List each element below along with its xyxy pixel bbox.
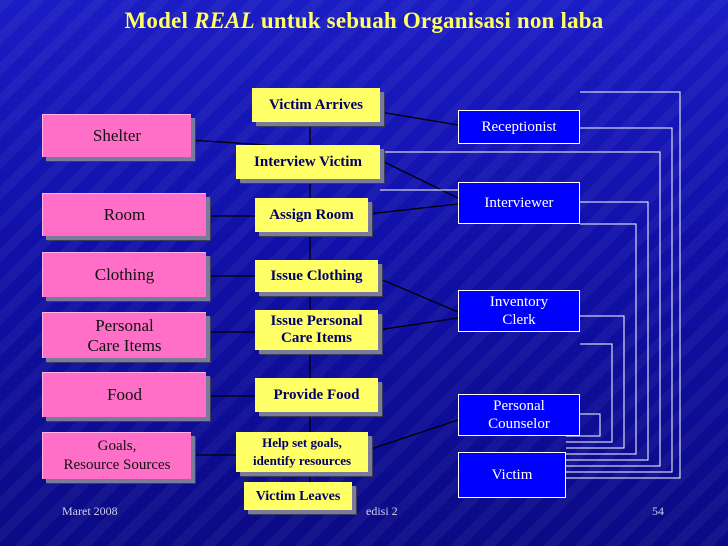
footer-page-number: 54 bbox=[652, 504, 664, 518]
resource-room: Room bbox=[42, 193, 206, 236]
activity-label: Issue Clothing bbox=[270, 267, 363, 284]
footer-date: Maret 2008 bbox=[62, 504, 118, 518]
role-label: Victim bbox=[491, 467, 533, 483]
resource-label: Personal Care Items bbox=[87, 315, 162, 355]
activity-issue-personal-care: Issue Personal Care Items bbox=[255, 310, 378, 350]
resource-label: Shelter bbox=[92, 126, 142, 145]
resource-label: Food bbox=[107, 385, 142, 404]
role-personal-counselor: Personal Counselor bbox=[458, 394, 580, 436]
activity-provide-food: Provide Food bbox=[255, 378, 378, 412]
role-label: Interviewer bbox=[484, 195, 554, 211]
role-label: Inventory Clerk bbox=[489, 294, 549, 328]
activity-victim-arrives: Victim Arrives bbox=[252, 88, 380, 122]
activity-label: Victim Arrives bbox=[269, 96, 363, 113]
activity-label: Provide Food bbox=[273, 386, 360, 403]
role-label: Personal Counselor bbox=[488, 398, 550, 432]
activity-issue-clothing: Issue Clothing bbox=[255, 260, 378, 292]
footer-edition: edisi 2 bbox=[366, 504, 398, 518]
activity-help-set-goals: Help set goals, identify resources bbox=[236, 432, 368, 472]
resource-clothing: Clothing bbox=[42, 252, 206, 297]
activity-label: Help set goals, identify resources bbox=[252, 435, 352, 468]
activity-interview-victim: Interview Victim bbox=[236, 145, 380, 179]
activity-label: Victim Leaves bbox=[255, 488, 341, 504]
activity-label: Interview Victim bbox=[254, 153, 362, 170]
role-interviewer: Interviewer bbox=[458, 182, 580, 224]
role-label: Receptionist bbox=[481, 119, 557, 135]
resource-goals: Goals, Resource Sources bbox=[42, 432, 191, 479]
resource-shelter: Shelter bbox=[42, 114, 191, 157]
role-receptionist: Receptionist bbox=[458, 110, 580, 144]
activity-assign-room: Assign Room bbox=[255, 198, 368, 232]
role-victim: Victim bbox=[458, 452, 566, 498]
resource-food: Food bbox=[42, 372, 206, 417]
activity-victim-leaves: Victim Leaves bbox=[244, 482, 352, 510]
resource-label: Goals, Resource Sources bbox=[63, 438, 171, 473]
page-title: Model REAL untuk sebuah Organisasi non l… bbox=[124, 8, 604, 33]
role-inventory-clerk: Inventory Clerk bbox=[458, 290, 580, 332]
activity-label: Assign Room bbox=[269, 206, 354, 223]
resource-personal-care-items: Personal Care Items bbox=[42, 312, 206, 358]
resource-label: Room bbox=[103, 205, 146, 224]
resource-label: Clothing bbox=[94, 265, 155, 284]
activity-label: Issue Personal Care Items bbox=[270, 313, 363, 346]
